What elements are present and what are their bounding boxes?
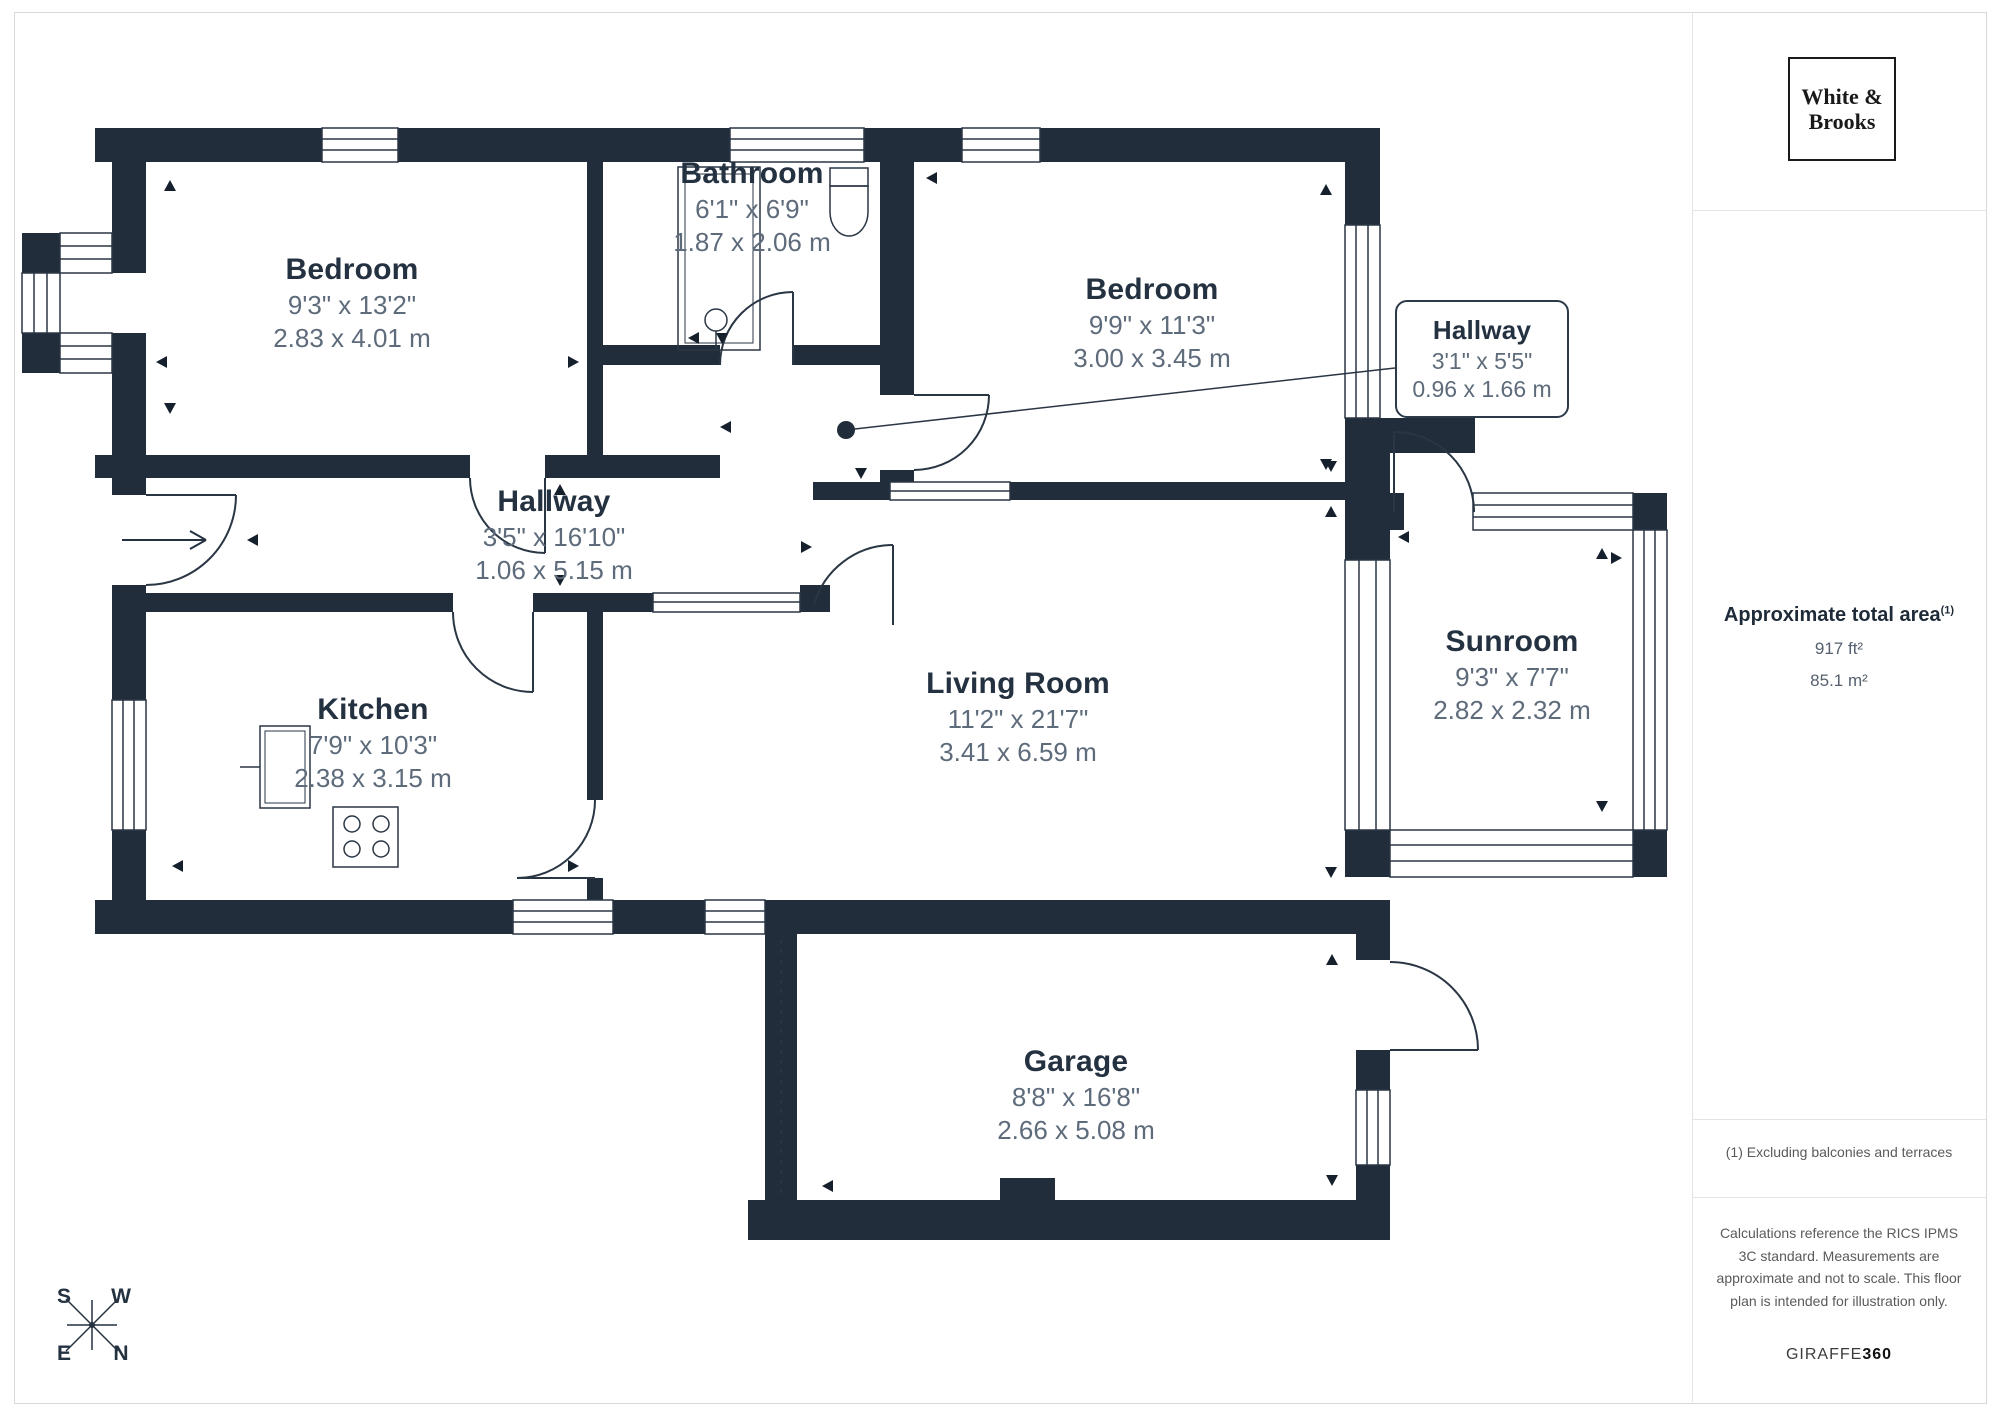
room-dimensions: 9'9" x 11'3" xyxy=(1088,310,1216,340)
sidebar-section-divider-1 xyxy=(1692,210,1986,211)
kitchen-counter-icon xyxy=(240,725,311,809)
room-dimensions: 3'5" x 16'10" xyxy=(482,522,626,552)
doors xyxy=(145,291,1479,1051)
room-dimensions: 1.87 x 2.06 m xyxy=(673,226,831,257)
total-area-metric: 85.1 m² xyxy=(1810,671,1868,690)
callout-anchor-dot xyxy=(837,421,855,439)
room-dimensions: 1.06 x 5.15 m xyxy=(475,554,633,585)
room-dimensions: 6'1" x 6'9" xyxy=(695,194,809,224)
measure-arrows xyxy=(156,172,1622,1192)
sidebar-section-divider-2 xyxy=(1692,1119,1986,1120)
giraffe360-brand: GIRAFFE360 xyxy=(1785,1346,1893,1363)
logo-line-2: Brooks xyxy=(1808,109,1876,134)
room-label-bathroom: Bathroom 6'1" x 6'9"1.87 x 2.06 m xyxy=(673,154,831,258)
room-name: Bedroom xyxy=(1085,273,1219,306)
room-dimensions: 2.83 x 4.01 m xyxy=(273,322,431,353)
sidebar-section-divider-3 xyxy=(1692,1197,1986,1198)
room-label-sunroom: Sunroom 9'3" x 7'7"2.82 x 2.32 m xyxy=(1433,622,1591,726)
room-name: Sunroom xyxy=(1445,625,1579,658)
total-area-title: Approximate total area(1) xyxy=(1723,604,1955,626)
room-label-bedroom-2: Bedroom 9'9" x 11'3"3.00 x 3.45 m xyxy=(1073,270,1231,374)
compass-east-label: E xyxy=(56,1342,72,1365)
room-dimensions: 2.38 x 3.15 m xyxy=(294,762,452,793)
room-dimensions: 7'9" x 10'3" xyxy=(308,730,438,760)
room-label-living-room: Living Room 11'2" x 21'7"3.41 x 6.59 m xyxy=(926,664,1110,768)
room-dimensions: 8'8" x 16'8" xyxy=(1011,1082,1141,1112)
compass-north-label: N xyxy=(113,1342,129,1365)
room-dimensions: 3.00 x 3.45 m xyxy=(1073,342,1231,373)
room-dimensions: 11'2" x 21'7" xyxy=(947,704,1089,734)
room-name: Bathroom xyxy=(680,157,824,190)
room-dimensions: 2.82 x 2.32 m xyxy=(1433,694,1591,725)
agency-logo: White & Brooks xyxy=(1788,57,1896,161)
room-dimensions: 3.41 x 6.59 m xyxy=(939,736,1097,767)
compass-west-label: W xyxy=(111,1285,131,1308)
stove-icon xyxy=(332,806,399,868)
callout-imperial-dims: 3'1" x 5'5" xyxy=(1431,347,1533,374)
room-label-hallway: Hallway 3'5" x 16'10"1.06 x 5.15 m xyxy=(475,482,633,586)
room-name: Garage xyxy=(1023,1045,1129,1078)
compass-icon xyxy=(65,1298,119,1352)
hallway-callout: Hallway 3'1" x 5'5" 0.96 x 1.66 m xyxy=(1395,300,1569,418)
logo-line-1: White & xyxy=(1801,83,1883,109)
room-name: Living Room xyxy=(926,667,1110,700)
disclaimer-text: Calculations reference the RICS IPMS 3C … xyxy=(1716,1225,1962,1310)
room-label-garage: Garage 8'8" x 16'8"2.66 x 5.08 m xyxy=(997,1042,1155,1146)
sidebar-divider xyxy=(1692,12,1693,1402)
shower-icon xyxy=(677,166,761,351)
entry-arrow-icon xyxy=(122,530,207,550)
room-label-kitchen: Kitchen 7'9" x 10'3"2.38 x 3.15 m xyxy=(294,690,452,794)
toilet-icon xyxy=(829,167,869,237)
room-name: Bedroom xyxy=(285,253,419,286)
total-area-imperial: 917 ft² xyxy=(1814,639,1864,658)
callout-room-name: Hallway xyxy=(1432,315,1532,345)
compass-south-label: S xyxy=(56,1285,72,1308)
callout-metric-dims: 0.96 x 1.66 m xyxy=(1412,376,1552,403)
total-area-block: Approximate total area(1) 917 ft² 85.1 m… xyxy=(1692,604,1986,691)
room-dimensions: 9'3" x 13'2" xyxy=(287,290,417,320)
walls xyxy=(22,128,1667,1240)
area-footnote: (1) Excluding balconies and terraces xyxy=(1725,1144,1953,1160)
room-dimensions: 2.66 x 5.08 m xyxy=(997,1114,1155,1145)
room-name: Kitchen xyxy=(317,693,429,726)
room-name: Hallway xyxy=(497,485,611,518)
windows xyxy=(21,127,1668,1166)
callout-leader-line xyxy=(845,367,1396,431)
room-dimensions: 9'3" x 7'7" xyxy=(1455,662,1569,692)
room-label-bedroom-1: Bedroom 9'3" x 13'2"2.83 x 4.01 m xyxy=(273,250,431,354)
